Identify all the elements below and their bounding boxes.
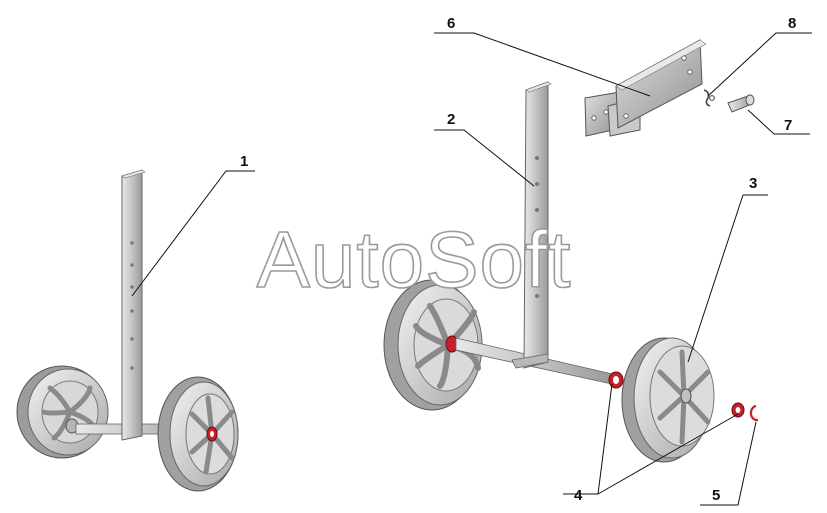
left-wheel-assembled bbox=[16, 365, 109, 459]
leader-6 bbox=[434, 32, 651, 97]
callout-numbers: 1 2 3 4 5 6 7 8 bbox=[240, 15, 796, 504]
stand-bar-assembled bbox=[121, 169, 146, 441]
leader-2 bbox=[434, 129, 535, 187]
right-wheel-assembled bbox=[157, 376, 239, 492]
callout-3: 3 bbox=[749, 175, 757, 192]
washer-part-4-b bbox=[731, 402, 745, 418]
watermark-text: AutoSoft bbox=[257, 215, 572, 304]
leader-1 bbox=[131, 170, 255, 297]
leader-8 bbox=[707, 32, 812, 97]
mounting-bracket-part-6 bbox=[584, 39, 707, 137]
callout-6: 6 bbox=[447, 15, 455, 32]
leader-7 bbox=[747, 109, 810, 135]
callout-4: 4 bbox=[574, 487, 583, 504]
callout-7: 7 bbox=[784, 117, 792, 134]
assembled-wheel-unit bbox=[16, 169, 239, 492]
stand-bar-part-2 bbox=[511, 81, 552, 369]
wheel-part-3 bbox=[621, 337, 715, 463]
callout-1: 1 bbox=[240, 153, 248, 170]
spring-clip-part-8 bbox=[703, 89, 715, 107]
callout-2: 2 bbox=[447, 111, 455, 128]
leader-4a bbox=[563, 383, 613, 495]
callout-8: 8 bbox=[788, 15, 796, 32]
leader-lines bbox=[131, 32, 812, 506]
leader-3 bbox=[687, 194, 744, 363]
callout-5: 5 bbox=[712, 487, 720, 504]
washer-part-4-a bbox=[608, 371, 624, 389]
pin-part-7 bbox=[727, 94, 755, 113]
circlip-part-5 bbox=[749, 404, 759, 422]
leader-5 bbox=[700, 421, 757, 506]
leader-4b bbox=[597, 413, 739, 495]
